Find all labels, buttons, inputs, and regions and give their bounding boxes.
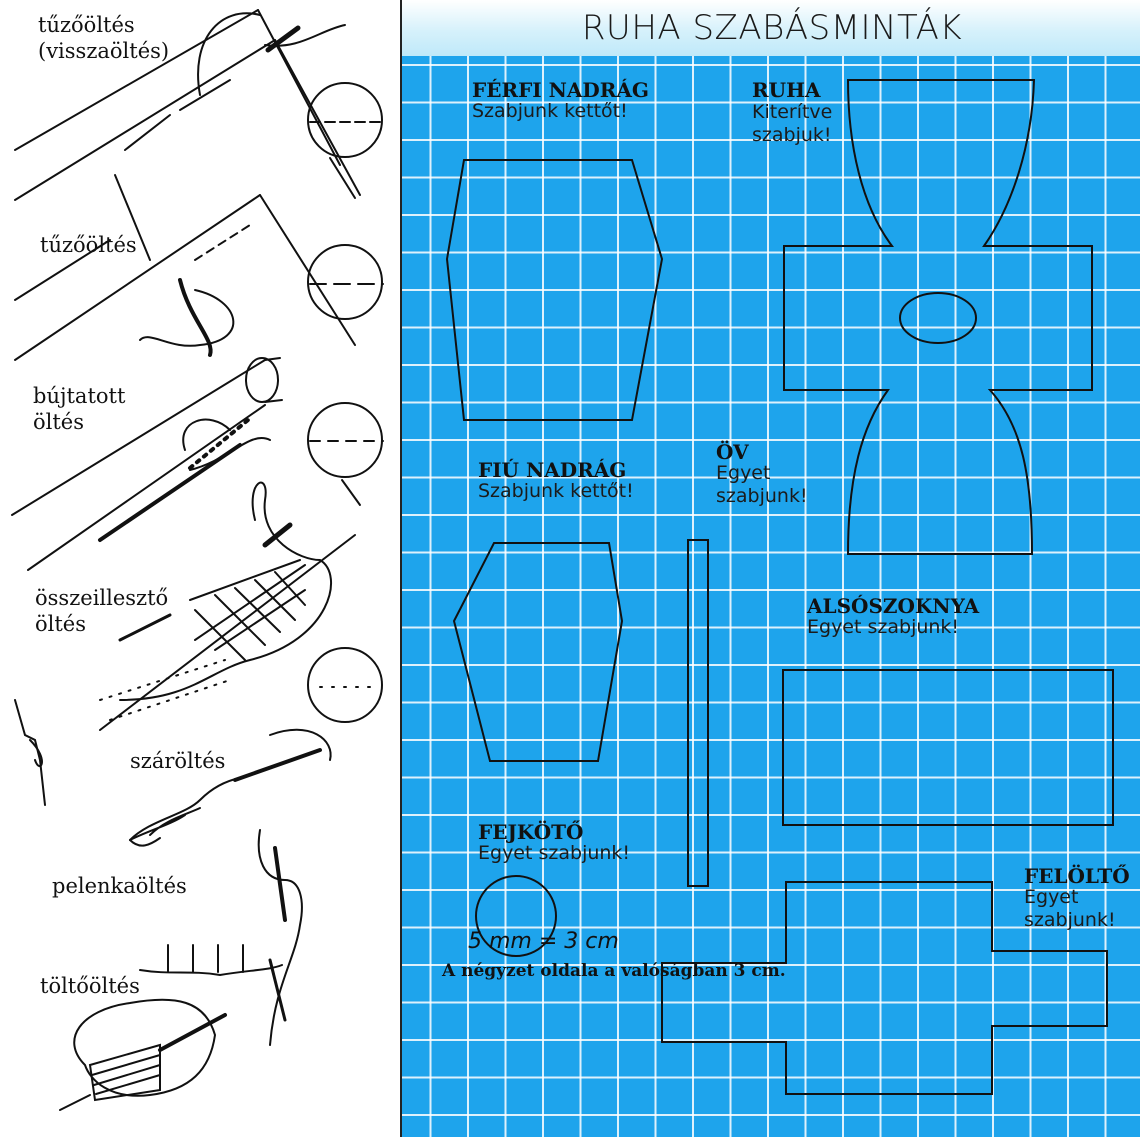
fejkoto-shape bbox=[475, 875, 557, 957]
felolto-title: FELÖLTŐ bbox=[1024, 864, 1130, 888]
stitch-illustrations bbox=[11, 9, 384, 1111]
scale-caption: A négyzet oldala a valóságban 3 cm. bbox=[442, 961, 786, 981]
ruha-title: RUHA bbox=[752, 78, 821, 102]
running-stitch-illustration bbox=[14, 174, 384, 361]
stitch-label-backstitch: tűzőöltés (visszaöltés) bbox=[38, 13, 170, 63]
fejkoto-note: Egyet szabjunk! bbox=[478, 842, 631, 864]
ruha-shape bbox=[783, 79, 1093, 555]
stitch-label-running-stitch: tűzőöltés bbox=[40, 233, 137, 257]
felolto-shape bbox=[661, 881, 1108, 1095]
ferfi-nadrag-title: FÉRFI NADRÁG bbox=[472, 78, 649, 102]
alsoszoknya-title: ALSÓSZOKNYA bbox=[807, 594, 980, 618]
stitch-label-stem-stitch: száröltés bbox=[130, 749, 226, 773]
stem-stitch-illustration bbox=[129, 728, 332, 847]
fejkoto-title: FEJKÖTŐ bbox=[478, 820, 584, 844]
blanket-stitch-illustration bbox=[139, 829, 303, 1046]
fiu-nadrag-note: Szabjunk kettőt! bbox=[478, 480, 634, 502]
stitch-label-blanket-stitch: pelenkaöltés bbox=[52, 874, 187, 898]
backstitch-illustration bbox=[14, 9, 384, 201]
alsoszoknya-shape bbox=[782, 669, 1114, 826]
ov-shape bbox=[687, 539, 709, 887]
fiu-nadrag-shape bbox=[452, 542, 624, 762]
satin-stitch-illustration bbox=[59, 998, 227, 1111]
fiu-nadrag-title: FIÚ NADRÁG bbox=[478, 458, 627, 482]
ov-note: Egyet szabjunk! bbox=[716, 462, 808, 507]
scale-label: 5 mm = 3 cm bbox=[468, 929, 619, 954]
stitch-label-satin-stitch: töltőöltés bbox=[40, 974, 140, 998]
ferfi-nadrag-shape bbox=[445, 159, 664, 421]
ruha-note: Kiterítve szabjuk! bbox=[752, 101, 833, 146]
pattern-grid: FÉRFI NADRÁG Szabjunk kettőt! RUHA Kiter… bbox=[400, 56, 1140, 1137]
stitch-guide-panel: tűzőöltés (visszaöltés) tűzőöltés bújtat… bbox=[0, 0, 400, 1137]
page-title: RUHA SZABÁSMINTÁK bbox=[581, 8, 963, 48]
catch-stitch-illustration bbox=[14, 481, 383, 806]
ruha-neck-hole bbox=[899, 292, 977, 344]
patterns-panel: RUHA SZABÁSMINTÁK FÉRFI NADRÁG Szabjunk … bbox=[400, 0, 1140, 1137]
alsoszoknya-note: Egyet szabjunk! bbox=[807, 616, 960, 638]
felolto-note: Egyet szabjunk! bbox=[1024, 886, 1116, 931]
ferfi-nadrag-note: Szabjunk kettőt! bbox=[472, 100, 628, 122]
slip-stitch-illustration bbox=[11, 357, 384, 571]
ov-title: ÖV bbox=[716, 440, 749, 464]
stitch-label-catch-stitch: összeillesztő öltés bbox=[35, 586, 169, 636]
title-bar: RUHA SZABÁSMINTÁK bbox=[400, 0, 1140, 56]
pattern-shapes bbox=[445, 79, 1114, 1095]
stitch-label-slip-stitch: bújtatott öltés bbox=[33, 384, 126, 434]
